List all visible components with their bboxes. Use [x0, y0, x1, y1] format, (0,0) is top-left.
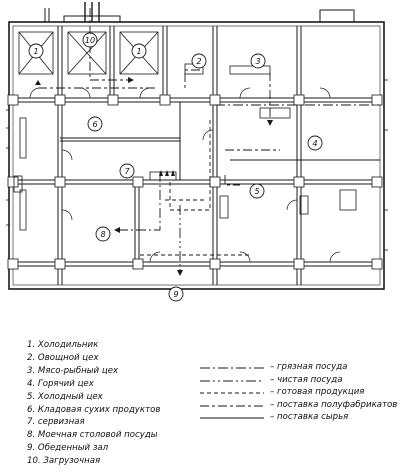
room-marker-3 — [250, 53, 266, 69]
room-marker-label: 7 — [124, 167, 130, 176]
room-marker-1a — [28, 43, 44, 59]
cold-room-right — [119, 31, 159, 75]
flow-legend-row: – грязная посуда — [200, 362, 407, 375]
flow-legend-row: – чистая посуда — [200, 375, 407, 388]
flow-legend-label: – поставка сырья — [270, 412, 349, 422]
room-legend-item: 2. Овощной цех — [27, 352, 99, 363]
flow-legend-row: – поставка полуфабрикатов — [200, 400, 407, 413]
room-legend-item: 3. Мясо-рыбный цех — [27, 365, 119, 376]
flow-line-sample — [200, 417, 264, 419]
room-marker-5 — [249, 183, 265, 199]
room-legend-item: 1. Холодильник — [27, 340, 99, 350]
room-legend-item: 8. Моечная столовой посуды — [27, 430, 158, 441]
room-marker-10 — [82, 32, 98, 48]
room-marker-7 — [119, 163, 135, 179]
cold-room-left — [18, 31, 54, 75]
room-marker-6 — [87, 116, 103, 132]
room-marker-1b — [131, 43, 147, 59]
room-legend-item: 6. Кладовая сухих продуктов — [27, 404, 161, 415]
room-marker-label: 2 — [196, 57, 201, 66]
room-marker-8 — [95, 226, 111, 242]
outer-wall-inner — [12, 25, 381, 286]
flow-line-sample — [200, 392, 264, 394]
room-marker-label: 6 — [92, 120, 97, 129]
cold-room-mid — [67, 31, 107, 75]
room-markers: 1 10 1 2 3 4 5 6 7 8 9 — [28, 32, 323, 302]
flow-legend-label: – чистая посуда — [270, 374, 343, 385]
room-legend-item: 5. Холодный цех — [27, 391, 103, 402]
room-marker-9 — [168, 286, 184, 302]
room-marker-label: 9 — [173, 290, 178, 299]
flow-legend-row: – поставка сырья — [200, 412, 407, 425]
room-marker-label: 4 — [312, 139, 317, 148]
room-marker-label: 3 — [255, 57, 260, 66]
flow-legend: – грязная посуда – чистая посуда – готов… — [200, 362, 407, 425]
flow-legend-row: – готовая продукция — [200, 387, 407, 400]
room-legend-item: 4. Горячий цех — [27, 378, 94, 389]
room-legend: 1. Холодильник 2. Овощной цех 3. Мясо-ры… — [27, 339, 160, 468]
room-marker-label: 10 — [85, 36, 95, 45]
room-marker-label: 5 — [254, 187, 259, 196]
roof-projection — [319, 9, 355, 23]
flow-line-sample — [200, 404, 264, 407]
room-legend-item: 9. Обеденный зал — [27, 443, 109, 454]
room-legend-item: 10. Загрузочная — [27, 456, 101, 467]
room-marker-label: 1 — [136, 47, 141, 56]
room-marker-label: 8 — [100, 230, 105, 239]
room-marker-2 — [191, 53, 207, 69]
room-marker-label: 1 — [33, 47, 38, 56]
flow-legend-label: – готовая продукция — [270, 387, 365, 397]
room-marker-4 — [307, 135, 323, 151]
outer-wall — [8, 21, 385, 290]
room-legend-item: 7. сервизная — [27, 417, 85, 428]
flow-line-sample — [200, 367, 264, 369]
flow-legend-label: – поставка полуфабрикатов — [270, 399, 398, 410]
flow-line-sample — [200, 380, 264, 381]
flow-legend-label: – грязная посуда — [270, 362, 348, 372]
